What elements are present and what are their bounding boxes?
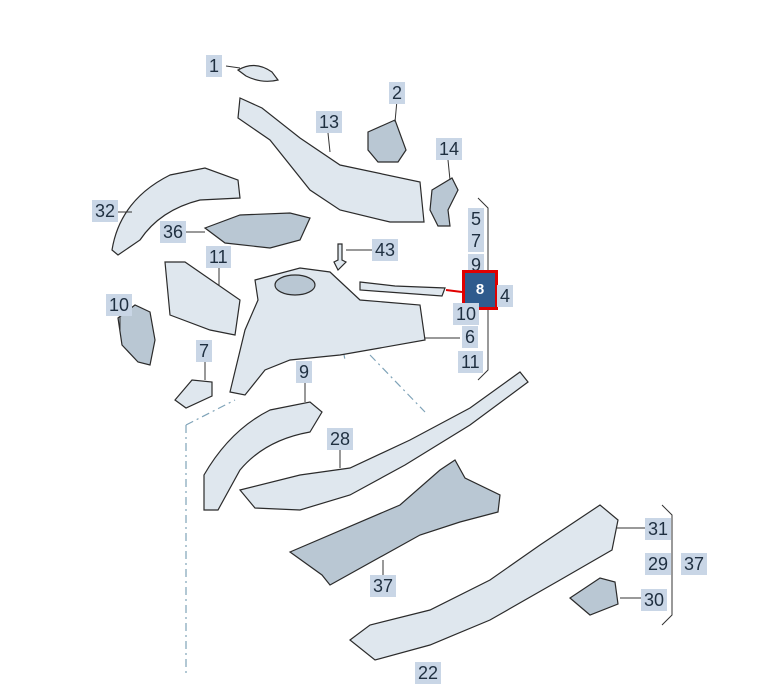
callout-30[interactable]: 30	[641, 589, 668, 611]
callout-2[interactable]: 2	[389, 82, 406, 104]
part-14-plate	[429, 177, 459, 227]
callout-29[interactable]: 37	[681, 553, 708, 575]
part-11-side-panel	[164, 261, 241, 336]
part-43-bolt	[333, 243, 348, 272]
callout-9-left[interactable]: 9	[296, 361, 313, 383]
part-main-strut-tower	[229, 267, 426, 396]
callout-7-left[interactable]: 7	[196, 340, 213, 362]
callout-11-upper[interactable]: 11	[206, 246, 231, 268]
callout-6[interactable]: 6	[462, 326, 479, 348]
callout-28[interactable]: 28	[327, 428, 354, 450]
callout-7-right[interactable]: 7	[468, 230, 485, 252]
callout-37-right[interactable]: 29	[645, 553, 672, 575]
guide-line-diag	[369, 354, 426, 413]
strut-hole	[274, 274, 316, 296]
part-2-bracket	[367, 119, 407, 163]
callout-10-right[interactable]: 10	[453, 303, 480, 325]
part-37-rail	[288, 459, 501, 586]
part-32-arch	[111, 167, 241, 256]
group-bracket-29	[661, 504, 673, 626]
callout-14[interactable]: 14	[436, 138, 463, 160]
part-30-bracket	[569, 577, 619, 616]
callout-43[interactable]: 43	[372, 239, 399, 261]
selected-leader-line	[445, 289, 463, 293]
part-28-lower-rail	[238, 371, 529, 511]
part-7-clip	[174, 379, 213, 409]
callout-32[interactable]: 32	[92, 200, 119, 222]
callout-4[interactable]: 4	[497, 285, 514, 307]
callout-1[interactable]: 1	[206, 55, 223, 77]
callout-31[interactable]: 31	[645, 518, 672, 540]
part-36-panel	[203, 212, 311, 249]
callout-10-left[interactable]: 10	[106, 294, 133, 316]
callout-13[interactable]: 13	[316, 111, 343, 133]
callout-22[interactable]: 22	[415, 662, 442, 684]
part-strip	[359, 281, 446, 297]
callout-8-selected[interactable]: 8	[462, 270, 498, 310]
part-10-bracket	[117, 304, 156, 366]
callout-36[interactable]: 36	[160, 221, 187, 243]
part-9-inner-arch	[203, 401, 323, 511]
callout-37-lower[interactable]: 37	[370, 575, 397, 597]
callout-11-right[interactable]: 11	[458, 351, 483, 373]
part-13-upper-rail	[237, 97, 425, 223]
callout-5[interactable]: 5	[468, 208, 485, 230]
part-22-frame-rail	[349, 504, 619, 661]
part-1-gasket	[236, 64, 280, 82]
